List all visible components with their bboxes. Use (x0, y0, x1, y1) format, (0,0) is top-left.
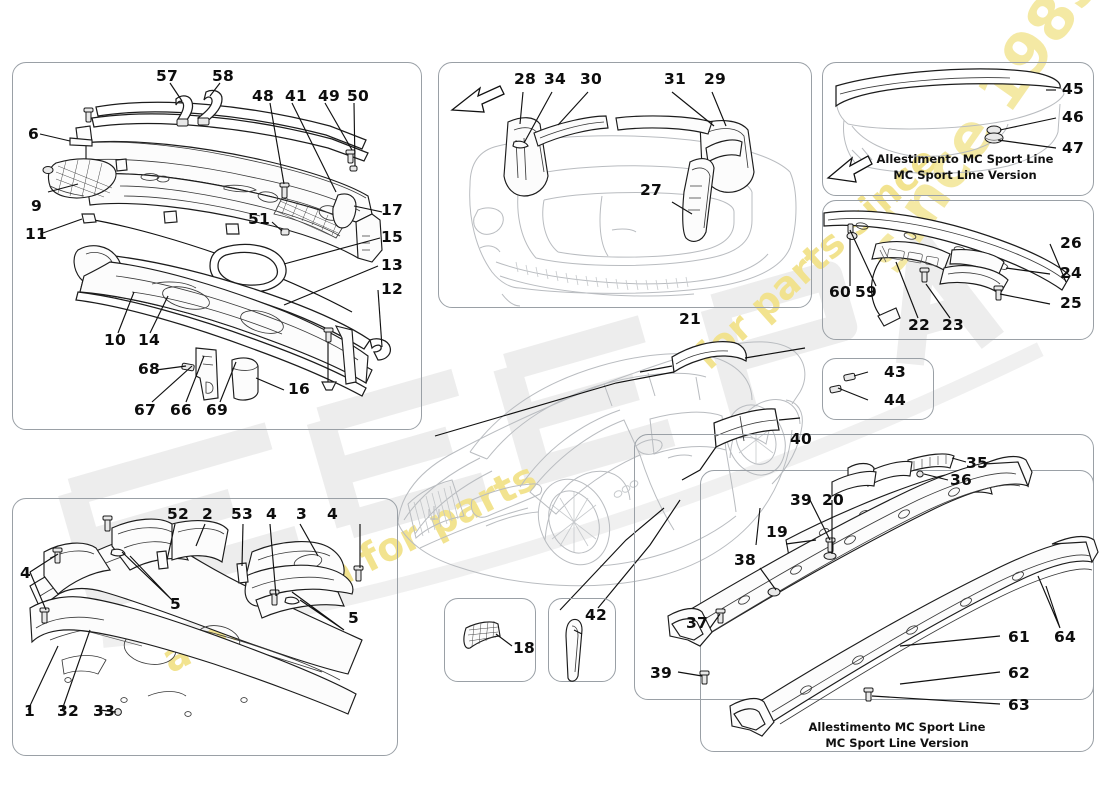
callout-32: 32 (57, 702, 79, 720)
callout-69: 69 (206, 401, 228, 419)
callout-43: 43 (884, 363, 906, 381)
callout-67: 67 (134, 401, 156, 419)
callout-35: 35 (966, 454, 988, 472)
callout-40: 40 (790, 430, 812, 448)
callout-5-b: 5 (348, 609, 359, 627)
callout-47: 47 (1062, 139, 1084, 157)
callout-11: 11 (25, 225, 47, 243)
callout-39-b: 39 (650, 664, 672, 682)
callout-50: 50 (347, 87, 369, 105)
callout-9: 9 (31, 197, 42, 215)
callout-60: 60 (829, 283, 851, 301)
callout-66: 66 (170, 401, 192, 419)
callout-10: 10 (104, 331, 126, 349)
callout-34: 34 (544, 70, 566, 88)
panel-clips (822, 358, 934, 420)
callout-25: 25 (1060, 294, 1082, 312)
callout-23: 23 (942, 316, 964, 334)
callout-4-b: 4 (327, 505, 338, 523)
callout-62: 62 (1008, 664, 1030, 682)
panel-mc-sport-spoiler (822, 62, 1094, 196)
callout-31: 31 (664, 70, 686, 88)
callout-41: 41 (285, 87, 307, 105)
caption-en-2: MC Sport Line Version (825, 735, 969, 750)
callout-37: 37 (686, 614, 708, 632)
callout-13: 13 (381, 256, 403, 274)
callout-16: 16 (288, 380, 310, 398)
callout-59: 59 (855, 283, 877, 301)
callout-28: 28 (514, 70, 536, 88)
callout-38: 38 (734, 551, 756, 569)
callout-15: 15 (381, 228, 403, 246)
callout-5-a: 5 (170, 595, 181, 613)
callout-3: 3 (296, 505, 307, 523)
callout-63: 63 (1008, 696, 1030, 714)
callout-48: 48 (252, 87, 274, 105)
callout-19: 19 (766, 523, 788, 541)
panel-underbody-shields (12, 498, 398, 756)
caption-it: Allestimento MC Sport Line (876, 152, 1054, 166)
callout-12: 12 (381, 280, 403, 298)
panel-grille-insert (444, 598, 536, 682)
callout-44: 44 (884, 391, 906, 409)
callout-20: 20 (822, 491, 844, 509)
callout-64: 64 (1054, 628, 1076, 646)
callout-51: 51 (248, 210, 270, 228)
caption-en: MC Sport Line Version (893, 167, 1037, 182)
callout-52: 52 (167, 505, 189, 523)
panel-trim-strip (548, 598, 616, 682)
panel-luggage-compartment (438, 62, 812, 308)
callout-61: 61 (1008, 628, 1030, 646)
callout-57: 57 (156, 67, 178, 85)
callout-29: 29 (704, 70, 726, 88)
callout-58: 58 (212, 67, 234, 85)
callout-49: 49 (318, 87, 340, 105)
callout-6: 6 (28, 125, 39, 143)
callout-14: 14 (138, 331, 160, 349)
callout-22: 22 (908, 316, 930, 334)
callout-45: 45 (1062, 80, 1084, 98)
callout-21: 21 (679, 310, 701, 328)
caption-it-2: Allestimento MC Sport Line (808, 720, 986, 734)
callout-24: 24 (1060, 264, 1082, 282)
callout-33: 33 (93, 702, 115, 720)
callout-4-a: 4 (266, 505, 277, 523)
callout-27: 27 (640, 181, 662, 199)
callout-4-c: 4 (20, 564, 31, 582)
mc-sport-line-caption-sill: Allestimento MC Sport Line MC Sport Line… (752, 720, 1042, 751)
callout-39-a: 39 (790, 491, 812, 509)
callout-2: 2 (202, 505, 213, 523)
callout-46: 46 (1062, 108, 1084, 126)
callout-36: 36 (950, 471, 972, 489)
callout-18: 18 (513, 639, 535, 657)
callout-42: 42 (585, 606, 607, 624)
mc-sport-line-caption-spoiler: Allestimento MC Sport Line MC Sport Line… (852, 152, 1078, 183)
callout-53: 53 (231, 505, 253, 523)
callout-26: 26 (1060, 234, 1082, 252)
callout-30: 30 (580, 70, 602, 88)
callout-68: 68 (138, 360, 160, 378)
panel-cowl-and-scuttle (12, 62, 422, 430)
callout-1: 1 (24, 702, 35, 720)
panel-roof-rail-lamp (822, 200, 1094, 340)
callout-17: 17 (381, 201, 403, 219)
